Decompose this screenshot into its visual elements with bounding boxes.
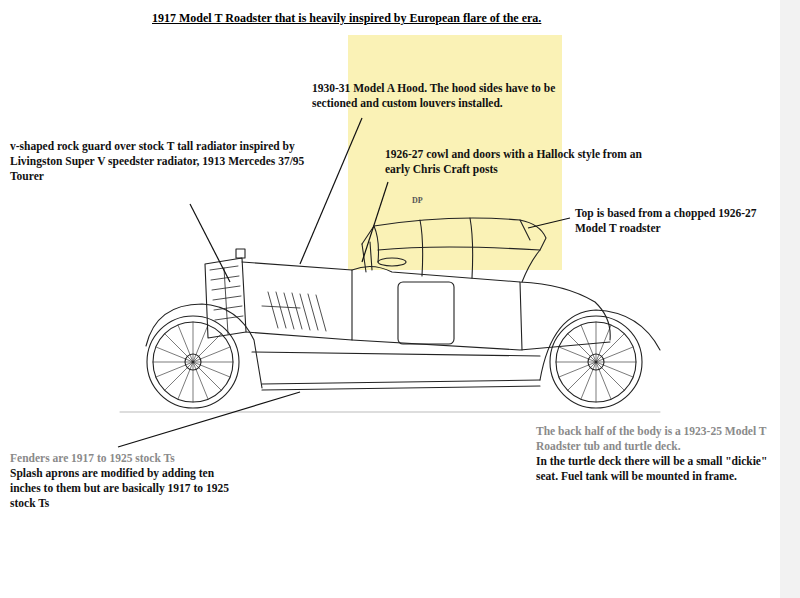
page-edge — [780, 0, 800, 598]
front-fender — [146, 304, 262, 388]
rear-wheel — [550, 316, 642, 408]
ground-line — [120, 412, 660, 413]
callout-note: Fenders are 1917 to 1925 stock Ts — [10, 451, 240, 466]
leader-line — [362, 182, 388, 262]
callout-note: Splash aprons are modified by adding ten… — [10, 466, 238, 511]
steering-wheel — [378, 258, 406, 266]
roadster-top — [362, 218, 546, 282]
hood-louvers — [268, 292, 326, 331]
callout-note: 1926-27 cowl and doors with a Hallock st… — [385, 147, 655, 177]
top-seam — [378, 247, 540, 250]
leader-line — [528, 218, 570, 228]
watermark: DP — [412, 196, 442, 205]
callout-note: Top is based from a chopped 1926-27 Mode… — [575, 206, 765, 236]
running-board — [252, 352, 540, 390]
tub-seam — [520, 282, 522, 350]
body-top — [352, 266, 610, 340]
callout-note: v-shaped rock guard over stock T tall ra… — [10, 139, 306, 184]
hood — [242, 262, 352, 340]
callout-note: The back half of the body is a 1923-25 M… — [536, 424, 776, 454]
body-bottom — [352, 340, 610, 350]
diagram-title: 1917 Model T Roadster that is heavily in… — [152, 11, 541, 26]
callout-note: In the turtle deck there will be a small… — [536, 454, 776, 484]
leader-line — [118, 392, 300, 447]
hood-handle — [262, 306, 300, 308]
door — [398, 282, 454, 344]
front-wheel — [147, 316, 239, 408]
rear-fender — [540, 310, 660, 380]
radiator-cap — [236, 249, 245, 258]
leader-line — [190, 204, 230, 282]
leader-line — [300, 118, 362, 264]
callout-note: 1930-31 Model A Hood. The hood sides hav… — [312, 81, 597, 111]
